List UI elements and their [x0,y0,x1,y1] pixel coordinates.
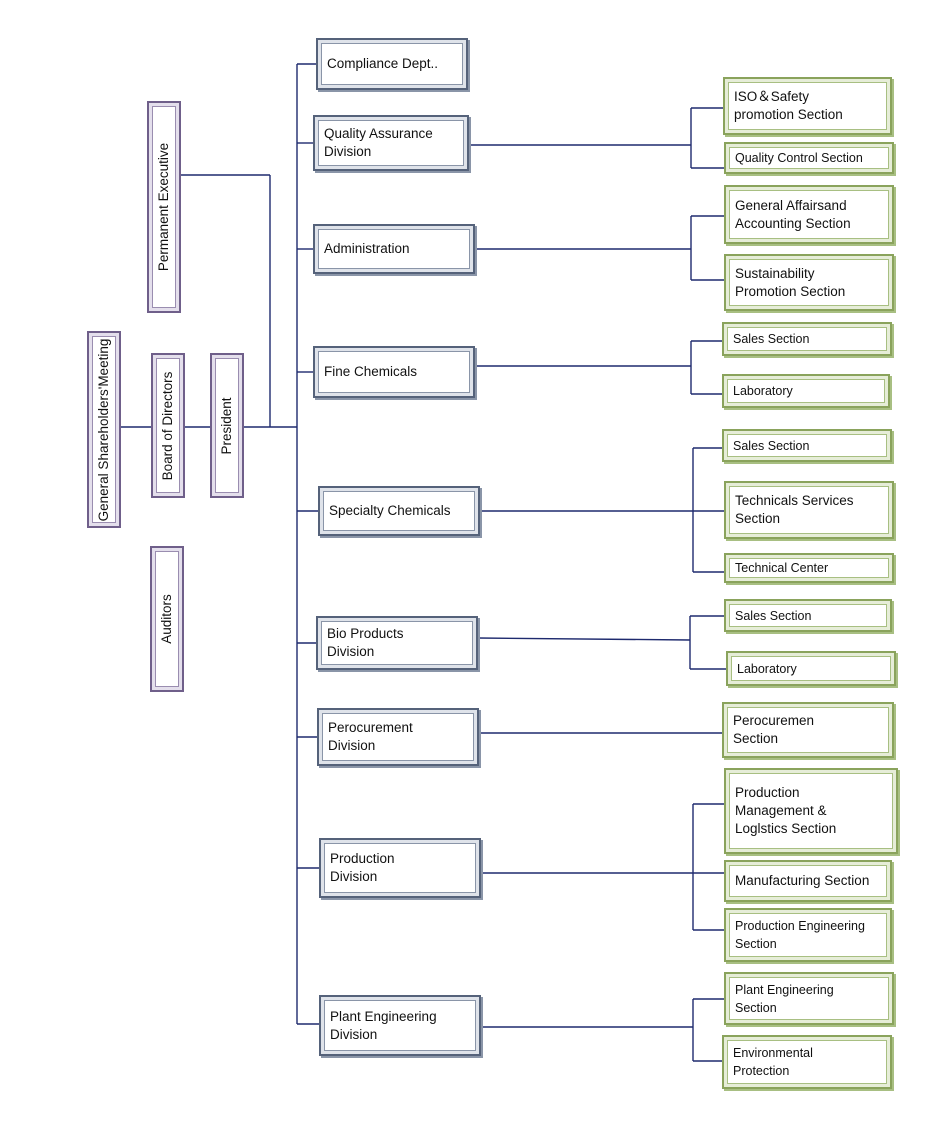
shareholders-label: General Shareholders'Meeting [96,338,111,521]
section-plant-engineering: Plant Engineering Section [724,972,894,1025]
section-label: Production Engineering Section [735,919,865,951]
section-label: Laboratory [733,384,793,398]
section-label: ISO＆Safety promotion Section [734,89,843,122]
president-label: President [219,396,234,455]
section-label: Environmental Protection [733,1046,813,1078]
section-production-engineering: Production Engineering Section [724,908,892,962]
division-administration: Administration [313,224,475,274]
auditors-box: Auditors [150,546,184,692]
section-manufacturing: Manufacturing Section [724,860,892,902]
division-label: Specialty Chemicals [329,503,451,518]
section-label: Sales Section [733,438,810,453]
section-label: Production Management & Loglstics Sectio… [735,785,837,836]
section-label: Sustainability Promotion Section [735,265,846,299]
section-procurement: Perocuremen Section [722,702,894,758]
division-label: Perocurement Division [328,720,413,753]
division-label: Compliance Dept.. [327,56,439,71]
section-iso-safety: ISO＆Safety promotion Section [723,77,892,135]
section-technical-center: Technical Center [724,553,894,583]
section-production-management: Production Management & Loglstics Sectio… [724,768,898,854]
section-fine-laboratory: Laboratory [722,374,890,408]
section-environmental-protection: Environmental Protection [722,1035,892,1089]
division-production: Production Division [319,838,481,898]
board-label: Board of Directors [160,371,175,480]
section-label: Sales Section [733,332,810,346]
shareholders-box: General Shareholders'Meeting [87,331,121,528]
division-fine-chemicals: Fine Chemicals [313,346,475,398]
section-label: Technical Center [735,561,829,575]
section-quality-control: Quality Control Section [724,142,894,174]
section-sustainability: Sustainability Promotion Section [724,254,894,311]
section-bio-sales: Sales Section [724,599,892,632]
division-plant-engineering: Plant Engineering Division [319,995,481,1056]
division-label: Bio Products Division [327,626,404,659]
division-label: Fine Chemicals [324,364,418,379]
board-box: Board of Directors [151,353,185,498]
section-fine-sales: Sales Section [722,322,892,356]
section-label: Quality Control Section [735,151,863,165]
division-label: Administration [324,241,410,256]
section-label: Manufacturing Section [735,873,870,888]
permanent-executive-box: Permanent Executive [147,101,181,313]
auditors-label: Auditors [159,594,174,644]
section-specialty-sales: Sales Section [722,429,892,462]
section-technical-services: Technicals Services Section [724,481,894,539]
division-compliance: Compliance Dept.. [316,38,468,90]
section-label: Perocuremen Section [733,713,815,746]
section-label: General Affairsand Accounting Section [735,197,851,231]
section-label: Technicals Services Section [735,493,854,526]
section-label: Sales Section [735,608,812,623]
section-bio-laboratory: Laboratory [726,651,896,686]
section-label: Laboratory [737,661,797,676]
connector-line [477,637,691,641]
section-general-affairs: General Affairsand Accounting Section [724,185,894,244]
division-label: Production Division [330,851,395,884]
president-box: President [210,353,244,498]
division-label: Plant Engineering Division [330,1008,437,1042]
permanent-executive-label: Permanent Executive [156,142,171,272]
section-label: Plant Engineering Section [735,982,834,1015]
division-label: Quality Assurance Division [324,126,433,159]
division-quality-assurance: Quality Assurance Division [313,115,469,171]
division-bio-products: Bio Products Division [316,616,478,670]
division-procurement: Perocurement Division [317,708,479,766]
division-specialty-chemicals: Specialty Chemicals [318,486,480,536]
